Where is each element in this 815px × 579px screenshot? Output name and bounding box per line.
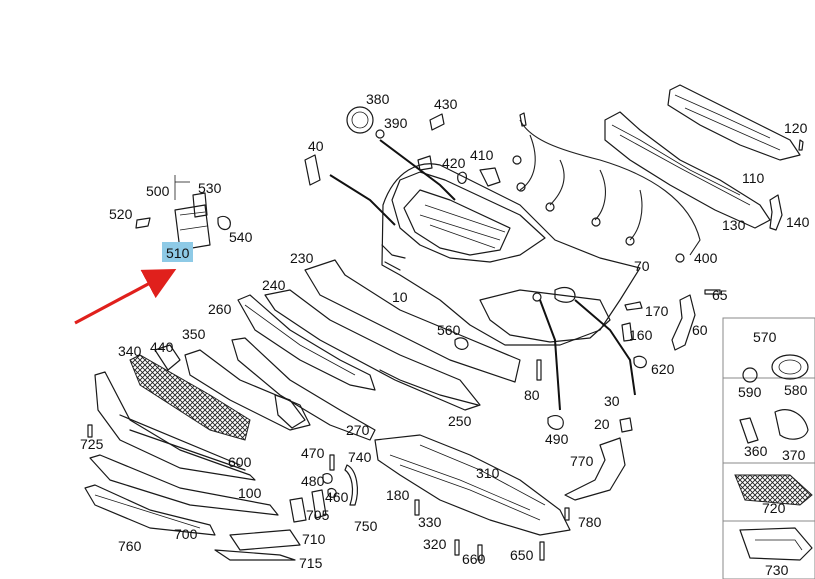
label-750: 750	[354, 518, 378, 534]
label-460: 460	[325, 489, 349, 505]
label-60: 60	[692, 322, 708, 338]
label-410: 410	[470, 147, 494, 163]
label-740: 740	[348, 449, 372, 465]
lower-spoilers	[84, 371, 301, 561]
label-540: 540	[229, 229, 253, 245]
label-725: 725	[80, 436, 104, 452]
bumper-cover	[381, 163, 641, 346]
label-760: 760	[118, 538, 142, 554]
highlight-arrow	[74, 268, 177, 325]
label-380: 380	[366, 91, 390, 107]
label-480: 480	[301, 473, 325, 489]
label-650: 650	[510, 547, 534, 563]
label-420: 420	[442, 155, 466, 171]
label-310: 310	[476, 465, 500, 481]
label-660: 660	[462, 551, 486, 567]
label-500: 500	[146, 183, 170, 199]
label-80: 80	[524, 387, 540, 403]
label-350: 350	[182, 326, 206, 342]
label-30: 30	[604, 393, 620, 409]
label-20: 20	[594, 416, 610, 432]
side-brackets	[454, 294, 696, 501]
label-65: 65	[712, 287, 728, 303]
label-715: 715	[299, 555, 323, 571]
label-240: 240	[262, 277, 286, 293]
highlight-box-510	[162, 242, 193, 262]
label-620: 620	[651, 361, 675, 377]
label-570: 570	[753, 329, 777, 345]
label-10: 10	[392, 289, 408, 305]
label-260: 260	[208, 301, 232, 317]
label-160: 160	[629, 327, 653, 343]
label-470: 470	[301, 445, 325, 461]
label-270: 270	[346, 422, 370, 438]
label-180: 180	[386, 487, 410, 503]
label-430: 430	[434, 96, 458, 112]
fog-light-covers	[734, 354, 813, 561]
license-plate-bracket	[135, 175, 231, 262]
label-530: 530	[198, 180, 222, 196]
label-40: 40	[308, 138, 324, 154]
label-70: 70	[634, 258, 650, 274]
underbody-panel	[374, 434, 571, 536]
label-590: 590	[738, 384, 762, 400]
part-labels: 10 20 30 40 60 65 70 80 100 110 120 130 …	[80, 91, 810, 578]
label-140: 140	[786, 214, 810, 230]
label-400: 400	[694, 250, 718, 266]
label-730: 730	[765, 562, 789, 578]
label-130: 130	[722, 217, 746, 233]
label-520: 520	[109, 206, 133, 222]
detail-panels	[722, 317, 815, 579]
label-440: 440	[150, 339, 174, 355]
label-770: 770	[570, 453, 594, 469]
fasteners	[87, 289, 721, 561]
leader-lines	[329, 139, 636, 411]
label-120: 120	[784, 120, 808, 136]
top-small-parts	[304, 106, 501, 187]
label-320: 320	[423, 536, 447, 552]
label-360: 360	[744, 443, 768, 459]
label-230: 230	[290, 250, 314, 266]
label-170: 170	[645, 303, 669, 319]
label-390: 390	[384, 115, 408, 131]
label-705: 705	[306, 507, 330, 523]
label-330: 330	[418, 514, 442, 530]
label-490: 490	[545, 431, 569, 447]
label-100: 100	[238, 485, 262, 501]
label-780: 780	[578, 514, 602, 530]
label-700: 700	[174, 526, 198, 542]
grille-assembly	[129, 344, 311, 441]
label-370: 370	[782, 447, 806, 463]
label-600: 600	[228, 454, 252, 470]
label-720: 720	[762, 500, 786, 516]
label-560: 560	[437, 322, 461, 338]
label-710: 710	[302, 531, 326, 547]
bumper-reinforcement	[604, 84, 804, 231]
wiring-harness	[512, 112, 701, 263]
label-340: 340	[118, 343, 142, 359]
label-250: 250	[448, 413, 472, 429]
trim-strips	[231, 259, 521, 441]
label-580: 580	[784, 382, 808, 398]
label-510: 510	[166, 245, 190, 261]
label-110: 110	[742, 170, 765, 186]
